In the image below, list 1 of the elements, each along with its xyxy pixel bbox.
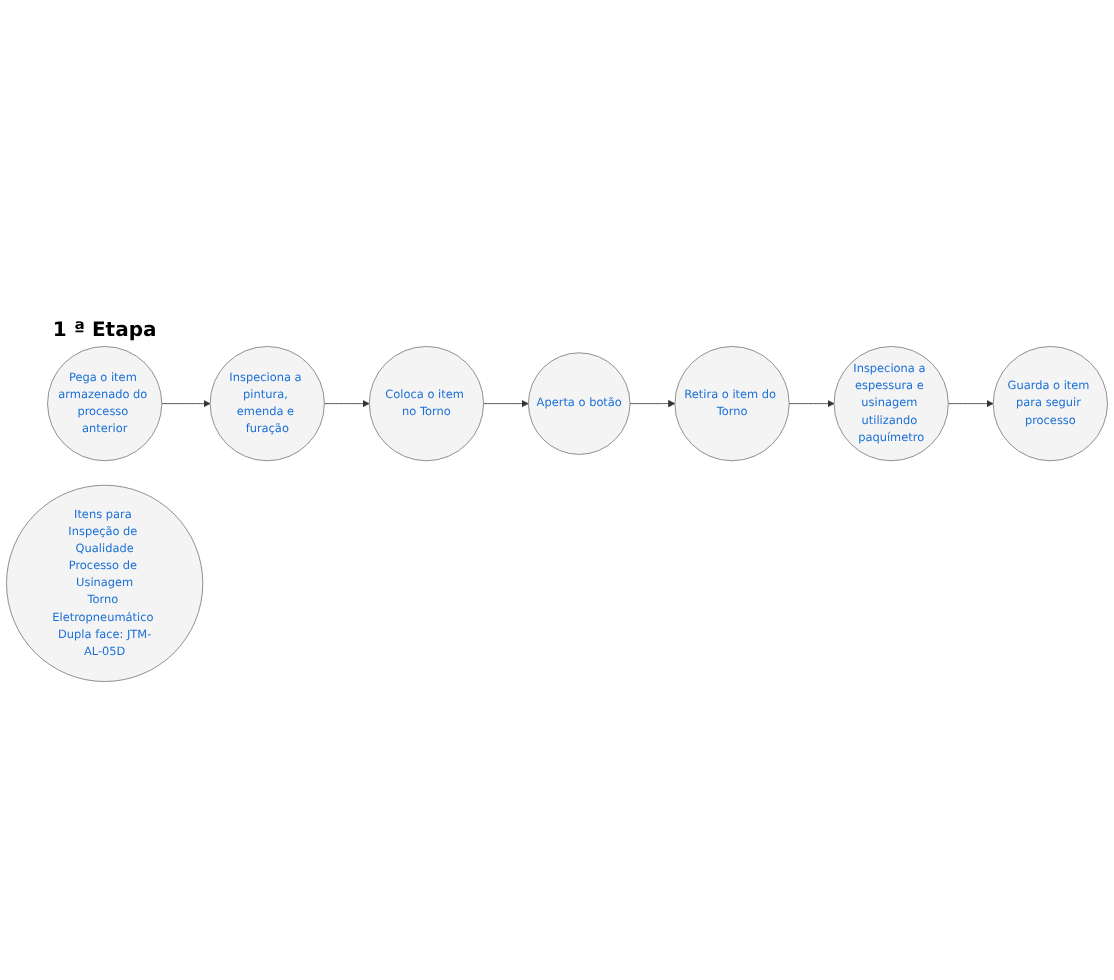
step-caption: 1 ª Etapa	[52, 320, 157, 343]
